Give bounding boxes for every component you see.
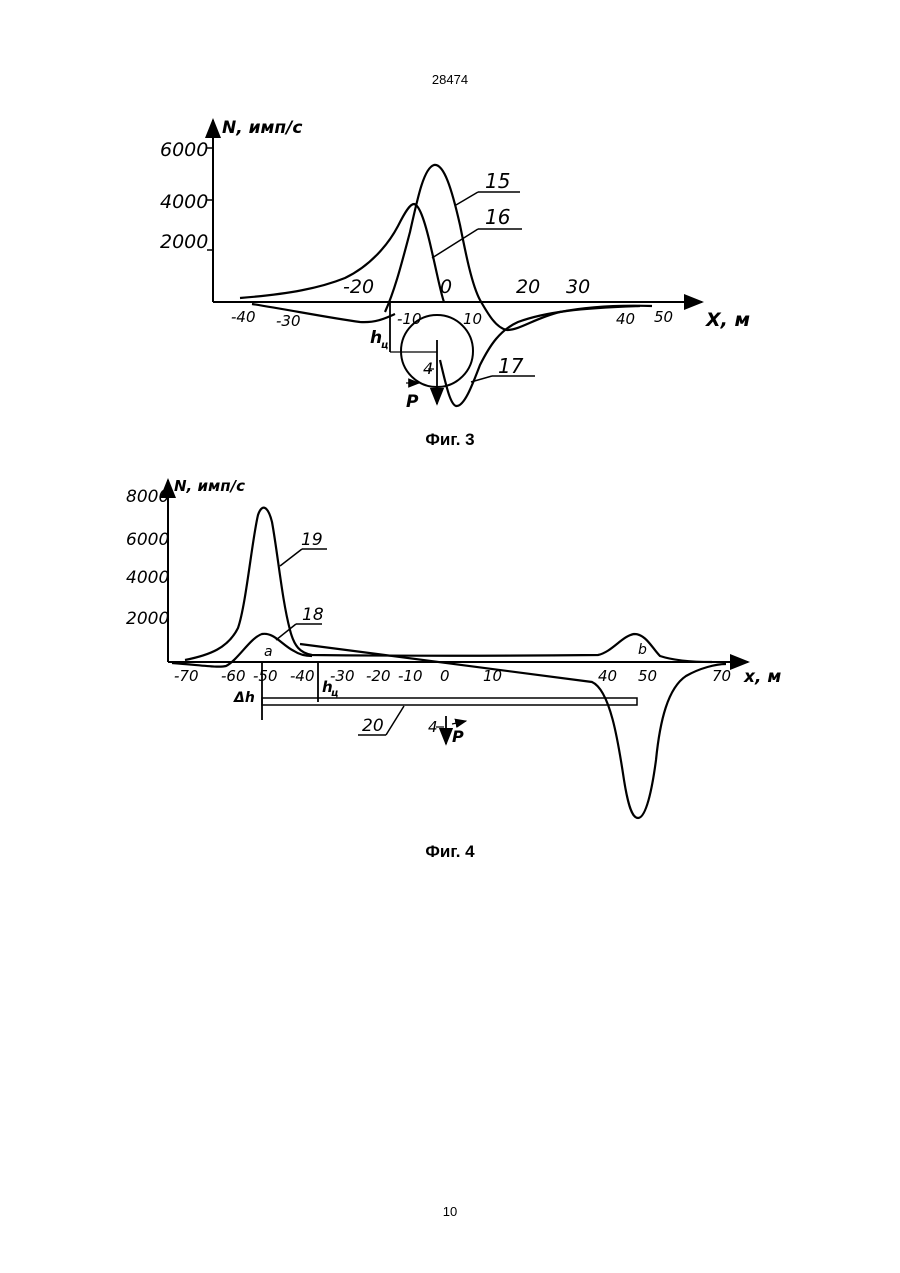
- figure-3: N, имп/с X, м 6000 4000 2000 -20 0 20 30…: [160, 118, 750, 412]
- fig4-x-tick: -30: [330, 667, 355, 685]
- fig3-curve-17: [252, 304, 395, 322]
- fig3-x-tick: 40: [616, 310, 635, 328]
- fig4-x-tick: -50: [253, 667, 278, 685]
- fig3-curve-15: [385, 165, 652, 330]
- fig4-point-b: b: [638, 642, 647, 658]
- fig3-x-tick: 50: [654, 308, 673, 326]
- fig4-x-tick: -70: [174, 667, 199, 685]
- fig3-x-tick: -40: [231, 308, 256, 326]
- figure-4-caption: Фиг. 4: [0, 842, 900, 862]
- fig4-x-tick: -60: [221, 667, 246, 685]
- fig4-label-18: 18: [302, 605, 324, 625]
- fig4-direction-label: P: [452, 727, 464, 746]
- fig4-point-a: a: [264, 644, 273, 660]
- fig4-label-20: 20: [362, 716, 384, 736]
- figure-4: N, имп/с x, м 8000 6000 4000 2000 -70 -6…: [126, 477, 781, 818]
- fig4-y-tick: 4000: [126, 568, 169, 588]
- fig4-y-tick: 2000: [126, 609, 169, 629]
- fig3-depth-subscript: ц: [381, 340, 388, 351]
- fig3-x-tick: 10: [463, 310, 482, 328]
- fig3-y-tick: 4000: [160, 191, 208, 213]
- fig3-y-tick: 6000: [160, 139, 208, 161]
- fig4-label-19: 19: [301, 530, 323, 550]
- fig4-x-tick: 50: [638, 667, 657, 685]
- figure-3-caption: Фиг. 3: [0, 430, 900, 450]
- fig4-x-tick: -20: [366, 667, 391, 685]
- fig4-x-tick: 40: [598, 667, 617, 685]
- fig4-depth-subscript: ц: [331, 688, 338, 699]
- fig4-y-tick: 8000: [126, 487, 169, 507]
- fig3-x-axis-label: X, м: [705, 309, 750, 331]
- fig4-curve-19: [185, 508, 712, 662]
- fig3-y-axis-label: N, имп/с: [222, 118, 302, 138]
- fig3-label-17: 17: [498, 354, 524, 378]
- fig3-x-tick: -30: [276, 312, 301, 330]
- fig4-delta-h-label: Δh: [233, 690, 255, 706]
- fig4-x-tick: -40: [290, 667, 315, 685]
- fig4-y-tick: 6000: [126, 530, 169, 550]
- fig3-x-tick: -20: [343, 276, 374, 298]
- fig4-y-axis-label: N, имп/с: [174, 477, 245, 495]
- fig3-label-16: 16: [485, 205, 510, 229]
- fig4-x-tick: 0: [440, 667, 450, 685]
- fig3-direction-label: P: [406, 392, 419, 412]
- fig3-y-tick: 2000: [160, 231, 208, 253]
- page-number: 10: [0, 1204, 900, 1219]
- fig3-label-15: 15: [485, 169, 510, 193]
- fig4-x-tick: -10: [398, 667, 423, 685]
- fig3-x-tick: -10: [397, 310, 422, 328]
- fig3-x-tick: 30: [566, 276, 590, 298]
- fig3-x-tick: 20: [516, 276, 540, 298]
- fig4-x-tick: 70: [712, 667, 731, 685]
- fig4-x-axis-label: x, м: [743, 667, 781, 687]
